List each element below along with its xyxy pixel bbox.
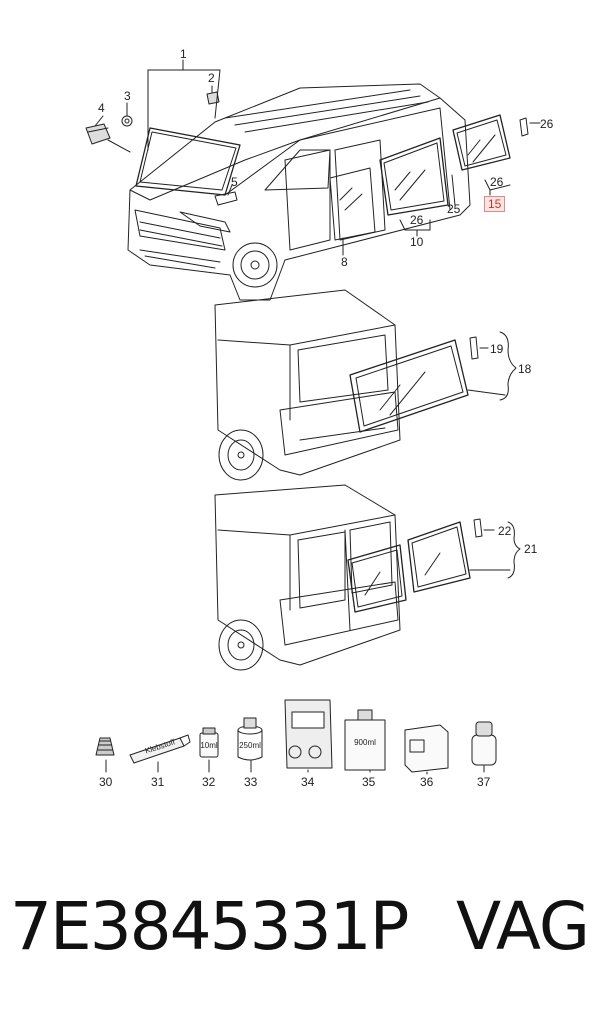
callout-3: 3 xyxy=(124,89,131,103)
callout-26-upper: 26 xyxy=(540,117,554,131)
can-label: 250ml xyxy=(239,741,261,750)
callout-30: 30 xyxy=(99,775,113,789)
callout-33: 33 xyxy=(244,775,258,789)
callout-8: 8 xyxy=(341,255,348,269)
callout-2: 2 xyxy=(208,71,215,85)
callout-10: 10 xyxy=(410,235,424,249)
callout-32: 32 xyxy=(202,775,216,789)
callout-31: 31 xyxy=(151,775,165,789)
accessories-row xyxy=(95,699,497,775)
callout-25: 25 xyxy=(447,202,461,216)
callout-18: 18 xyxy=(518,362,532,376)
diagram-drawing xyxy=(85,59,541,775)
callout-35: 35 xyxy=(362,775,376,789)
callout-34: 34 xyxy=(301,775,315,789)
callout-21: 21 xyxy=(524,542,538,556)
part-number: 7E3845331P xyxy=(10,888,409,965)
van-rear-illustration xyxy=(214,289,517,481)
van-front-illustration xyxy=(85,59,541,301)
vial-label: 10ml xyxy=(200,741,218,750)
callout-1: 1 xyxy=(180,47,187,61)
callout-26-lower: 26 xyxy=(410,213,424,227)
footer: 7E3845331P VAG xyxy=(0,888,600,978)
callout-19: 19 xyxy=(490,342,504,356)
van-barn-door-illustration xyxy=(214,484,521,671)
callout-5: 5 xyxy=(231,175,238,189)
brand-name: VAG xyxy=(456,888,590,965)
parts-diagram: 1 2 3 4 5 8 10 26 25 26 15 26 19 18 22 2… xyxy=(85,47,554,789)
bottle-label: 900ml xyxy=(354,738,376,747)
callout-36: 36 xyxy=(420,775,434,789)
callout-4: 4 xyxy=(98,101,105,115)
callout-37: 37 xyxy=(477,775,491,789)
callout-22: 22 xyxy=(498,524,512,538)
callout-26-mid: 26 xyxy=(490,175,504,189)
callout-15-highlighted[interactable]: 15 xyxy=(484,196,506,212)
